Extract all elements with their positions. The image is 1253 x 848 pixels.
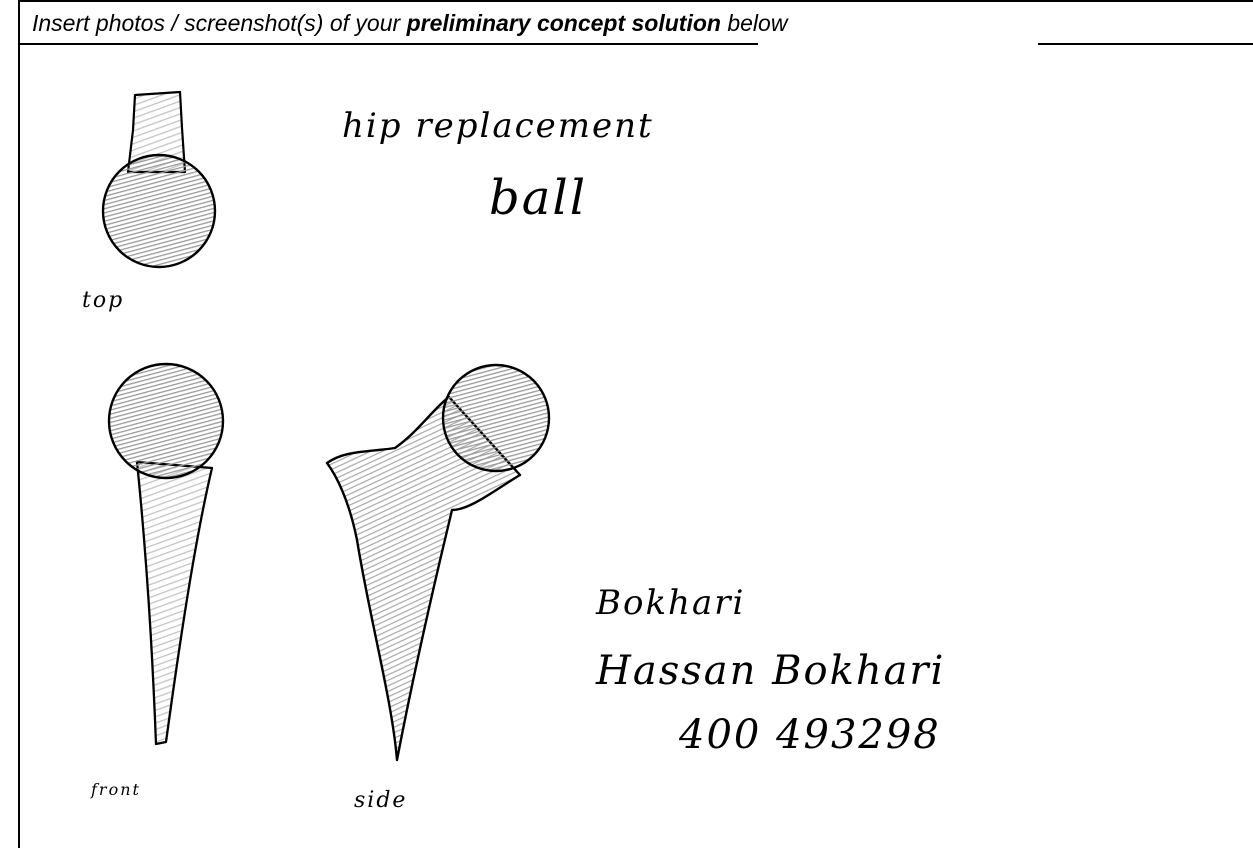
prompt-underline-right [1038,43,1253,45]
instruction-text: Insert photos / screenshot(s) of your pr… [32,10,787,37]
side-view-label: side [354,788,408,813]
document-frame: Insert photos / screenshot(s) of your pr… [18,0,1253,848]
signature-line1: Bokhari [596,583,746,623]
instruction-text-start: Insert photos / screenshot(s) of your [32,10,407,36]
front-view-label: front [91,780,141,799]
top-view-label: top [82,288,125,313]
side-view-drawing [325,363,551,762]
sketch-title-line1: hip replacement [342,106,654,146]
top-view-drawing [101,90,217,269]
signature-line2: Hassan Bokhari [596,648,946,694]
instruction-emphasis: preliminary concept solution [406,10,721,36]
prompt-underline [18,43,758,45]
top-border [18,0,1253,2]
front-view-drawing [107,362,225,746]
sketch-title-line2: ball [489,170,588,226]
student-number: 400 493298 [679,712,941,758]
instruction-text-end: below [720,10,788,36]
left-border [18,0,20,848]
